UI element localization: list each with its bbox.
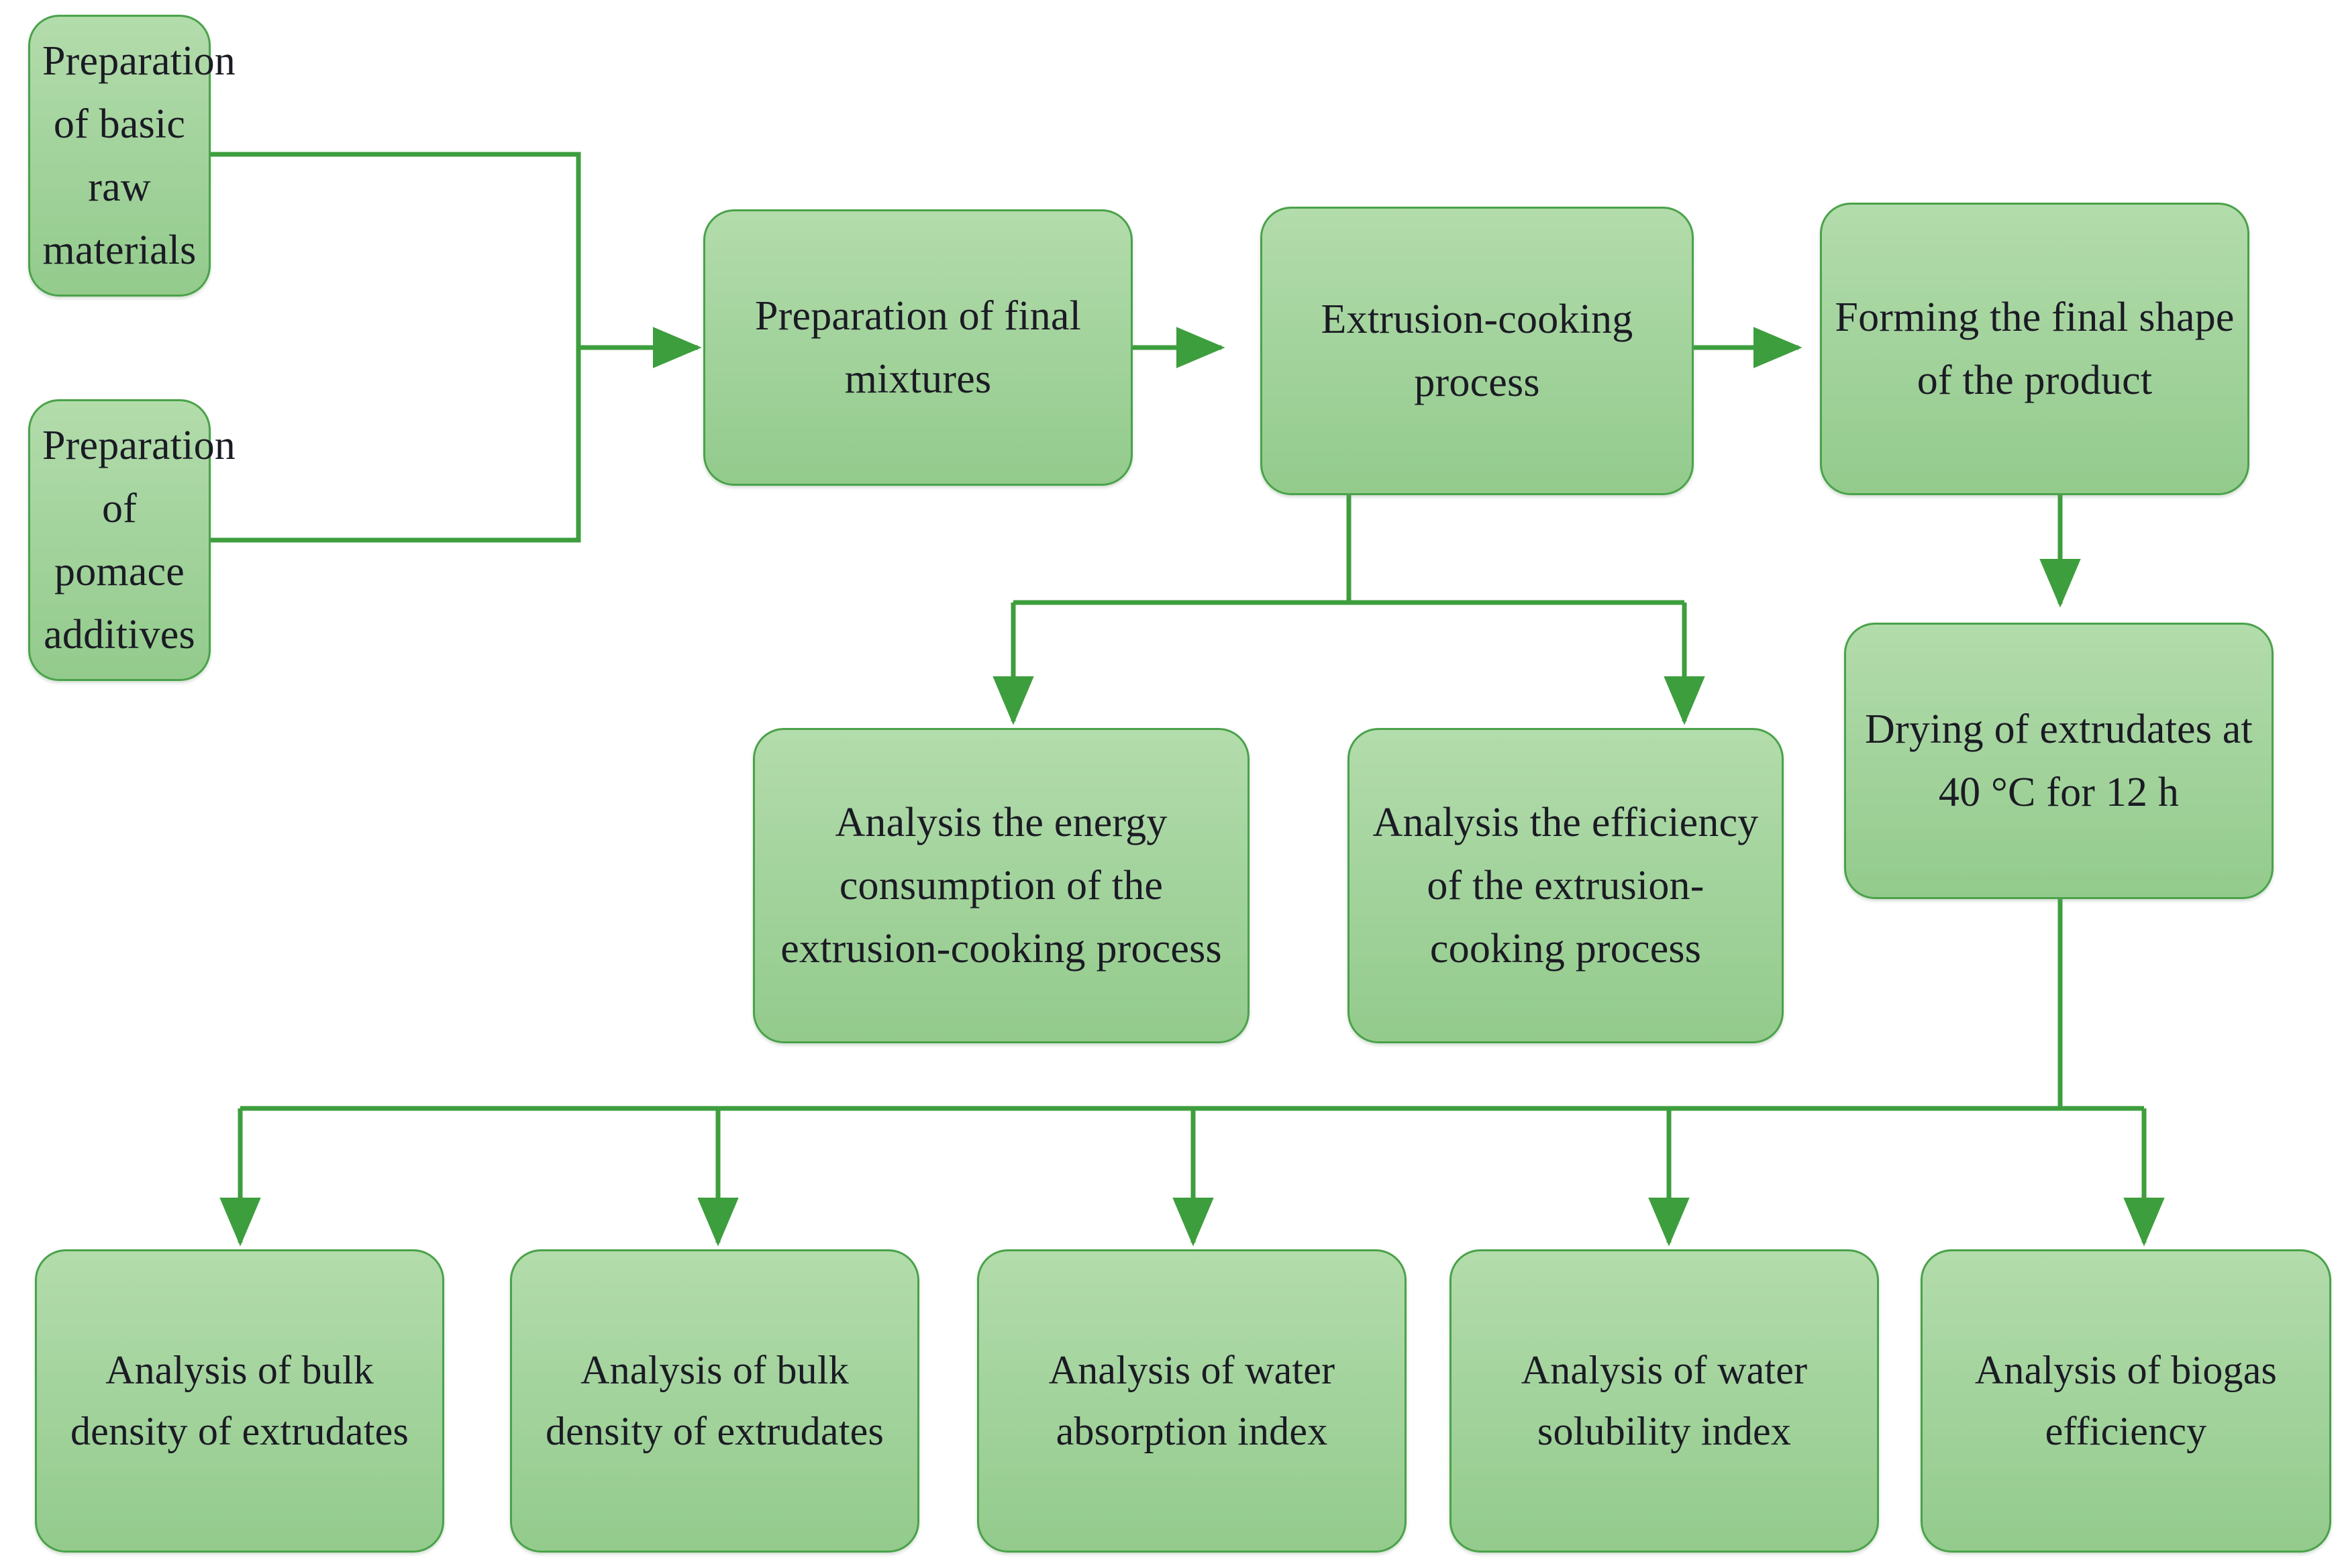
node-label: Analysis of bulk density of extrudates xyxy=(70,1347,409,1453)
node-analysis-water-solubility-index[interactable]: Analysis of water solubility index xyxy=(1449,1249,1879,1553)
node-label: Analysis of water solubility index xyxy=(1521,1347,1808,1453)
node-label: Drying of extrudates at 40 °C for 12 h xyxy=(1865,706,2253,815)
node-label: Analysis the efficiency of the extrusion… xyxy=(1372,799,1759,972)
node-preparation-of-pomace-additives[interactable]: Preparation of pomace additives xyxy=(28,399,236,681)
node-analysis-bulk-density-2[interactable]: Analysis of bulk density of extrudates xyxy=(510,1249,919,1553)
node-preparation-of-final-mixtures[interactable]: Preparation of final mixtures xyxy=(703,209,1133,486)
node-label: Analysis of bulk density of extrudates xyxy=(545,1347,884,1453)
node-forming-the-final-shape-of-the-product[interactable]: Forming the final shape of the product xyxy=(1820,203,2249,495)
node-label: Preparation of basic raw materials xyxy=(42,38,236,274)
node-analysis-energy-consumption[interactable]: Analysis the energy consumption of the e… xyxy=(753,728,1250,1043)
node-label: Forming the final shape of the product xyxy=(1835,294,2235,403)
node-extrusion-cooking-process[interactable]: Extrusion-cooking process xyxy=(1260,207,1694,495)
node-drying-of-extrudates[interactable]: Drying of extrudates at 40 °C for 12 h xyxy=(1844,623,2274,899)
edge-prep-pomace-to-mixtures xyxy=(209,362,581,543)
node-label: Analysis of biogas efficiency xyxy=(1974,1347,2278,1453)
edge-prep-raw-to-mixtures xyxy=(209,152,581,362)
node-label: Extrusion-cooking process xyxy=(1321,296,1633,405)
node-analysis-water-absorption-index[interactable]: Analysis of water absorption index xyxy=(977,1249,1407,1553)
node-label: Preparation of final mixtures xyxy=(754,293,1082,402)
node-label: Preparation of pomace additives xyxy=(42,422,236,658)
node-analysis-efficiency[interactable]: Analysis the efficiency of the extrusion… xyxy=(1347,728,1784,1043)
node-analysis-bulk-density-1[interactable]: Analysis of bulk density of extrudates xyxy=(35,1249,444,1553)
node-label: Analysis the energy consumption of the e… xyxy=(780,799,1222,972)
node-preparation-of-basic-raw-materials[interactable]: Preparation of basic raw materials xyxy=(28,15,236,297)
node-label: Analysis of water absorption index xyxy=(1048,1347,1335,1453)
node-analysis-biogas-efficiency[interactable]: Analysis of biogas efficiency xyxy=(1921,1249,2331,1553)
